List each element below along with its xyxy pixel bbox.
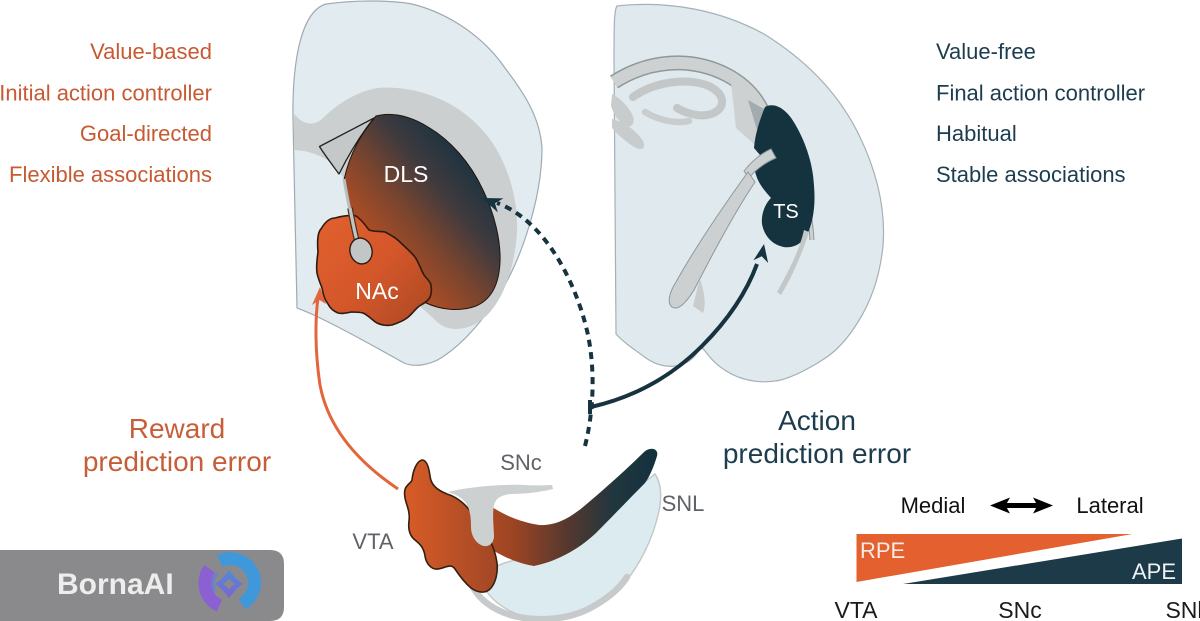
svg-text:prediction error: prediction error [723, 438, 911, 469]
svg-text:Lateral: Lateral [1076, 493, 1143, 518]
svg-text:Action: Action [778, 405, 856, 436]
svg-text:Flexible associations: Flexible associations [9, 162, 212, 187]
svg-text:Stable associations: Stable associations [936, 162, 1126, 187]
svg-text:SNL: SNL [662, 491, 705, 516]
svg-text:VTA: VTA [834, 597, 878, 621]
svg-text:Medial: Medial [901, 493, 966, 518]
svg-text:NAc: NAc [355, 278, 398, 304]
svg-text:VTA: VTA [352, 529, 393, 554]
svg-text:Initial action controller: Initial action controller [0, 81, 212, 106]
svg-text:Final action controller: Final action controller [936, 81, 1145, 106]
svg-text:DLS: DLS [384, 161, 429, 187]
svg-text:SNl: SNl [1165, 597, 1200, 621]
svg-text:BornaAI: BornaAI [57, 568, 174, 601]
svg-text:SNc: SNc [500, 450, 542, 475]
svg-text:prediction error: prediction error [83, 446, 271, 477]
svg-text:Value-based: Value-based [90, 39, 212, 64]
svg-text:SNc: SNc [998, 597, 1041, 621]
svg-text:Reward: Reward [129, 413, 225, 444]
svg-text:TS: TS [773, 201, 799, 223]
svg-text:APE: APE [1132, 559, 1176, 584]
svg-text:Habitual: Habitual [936, 121, 1017, 146]
svg-text:Value-free: Value-free [936, 39, 1036, 64]
svg-text:Goal-directed: Goal-directed [80, 121, 212, 146]
svg-text:RPE: RPE [860, 538, 905, 563]
